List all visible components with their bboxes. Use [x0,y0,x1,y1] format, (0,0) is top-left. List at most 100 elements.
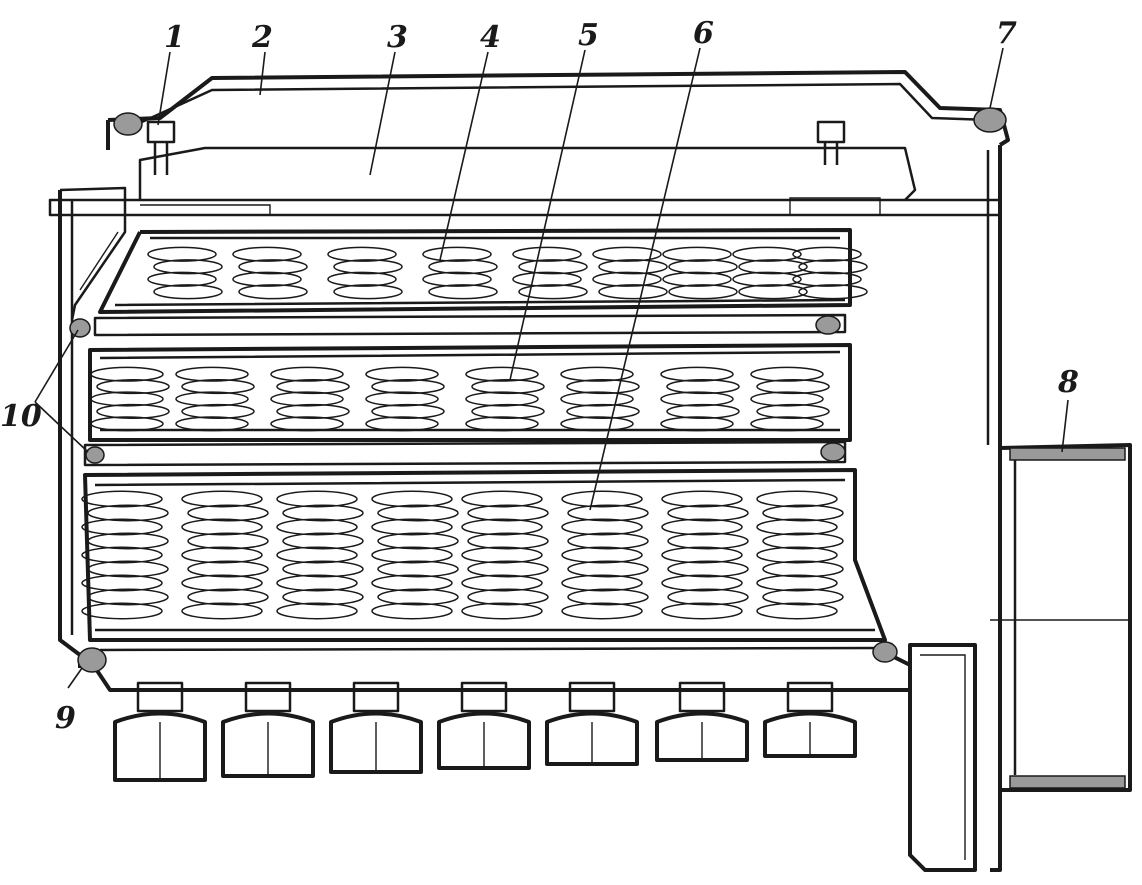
leader-lines [34,47,1069,689]
coil-turn [666,403,740,419]
coil-turn [232,246,302,262]
coil-turn [282,504,364,522]
coil-turn [90,391,164,407]
gasket-top-left [113,112,143,136]
coil-turn [750,391,824,407]
coil-turn [561,574,643,592]
coil-top-6 [592,246,668,300]
terminal-1 [113,681,207,782]
coil-turn [181,574,263,592]
coil-turn [81,518,163,536]
label-10: 10 [0,399,42,434]
coil-bottom-1 [81,490,169,620]
coil-turn [422,246,492,262]
coil-turn [756,403,830,419]
coil-turn [238,259,308,275]
coil-turn [153,284,223,300]
coil-turn [756,518,838,536]
coil-turn [667,532,749,550]
coil-turn [365,391,439,407]
coil-turn [81,574,163,592]
coil-turn [187,560,269,578]
coil-turn [87,588,169,606]
coil-turn [732,271,802,287]
coil-turn [667,504,749,522]
coil-turn [333,284,403,300]
coil-turn [81,490,163,508]
coil-turn [792,271,862,287]
terminal-4 [437,681,531,770]
side-duct [908,443,1132,872]
coil-bottom-6 [561,490,649,620]
coil-turn [756,602,838,620]
coil-turn [282,560,364,578]
coil-turn [96,403,170,419]
coil-turn [567,504,649,522]
terminal-part [221,711,315,778]
coil-turn [512,271,582,287]
coil-turn [96,379,170,395]
coil-turn [371,518,453,536]
terminal-part [437,711,531,770]
label-7: 7 [996,16,1017,51]
outer-housing [58,70,1010,692]
coil-turn [371,546,453,564]
part-labels: 1 2 3 4 5 6 7 8 9 10 [0,16,1079,736]
coil-turn [175,391,249,407]
coil-turn [471,403,545,419]
coil-turn [465,416,539,432]
coil-turn [661,490,743,508]
gasket-bottom-right [872,641,898,663]
coil-turn [667,588,749,606]
coil-turn [90,366,164,382]
coil-turn [471,379,545,395]
coil-top-4 [422,246,498,300]
coil-turn [738,284,808,300]
terminal-part [136,681,184,713]
coil-turn [238,284,308,300]
coil-turn [660,416,734,432]
coil-turn [660,391,734,407]
coil-turn [276,518,358,536]
terminal-part [545,711,639,766]
coil-top-9 [792,246,868,300]
coil-turn [181,602,263,620]
coil-turn [87,532,169,550]
label-8: 8 [1057,365,1079,400]
coil-turn [561,602,643,620]
coil-turn [518,284,588,300]
coil-turn [276,490,358,508]
coil-turn [175,416,249,432]
coil-turn [561,518,643,536]
coil-turn [465,366,539,382]
label-1: 1 [164,20,185,55]
terminal-part [460,681,508,713]
coil-middle-5 [465,366,545,432]
coil-turn [661,574,743,592]
coil-bottom-3 [276,490,364,620]
coil-turn [371,403,445,419]
terminal-5 [545,681,639,766]
coil-turn [467,560,549,578]
coil-turn [276,403,350,419]
coil-bottom-5 [461,490,549,620]
coil-turn [377,560,459,578]
coil-turn [662,246,732,262]
coil-turn [377,588,459,606]
coil-turn [365,366,439,382]
coil-turn [518,259,588,275]
coil-top-7 [662,246,738,300]
coil-top-3 [327,246,403,300]
gasket-tray-upper [69,318,91,338]
coil-turn [667,560,749,578]
coil-turn [798,284,868,300]
coil-turn [333,259,403,275]
coil-turn [371,574,453,592]
coil-turn [461,546,543,564]
coil-turn [661,546,743,564]
coil-turn [738,259,808,275]
terminal-part [113,711,207,782]
coil-turn [175,366,249,382]
coil-turn [282,532,364,550]
coil-turn [750,416,824,432]
